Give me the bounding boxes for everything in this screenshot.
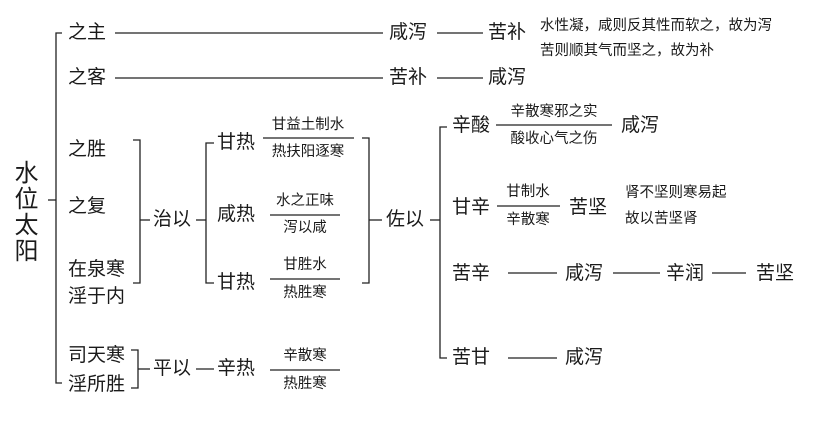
b2-label: 咸热	[217, 203, 256, 225]
r2-note-line1: 肾不坚则寒易起	[625, 185, 727, 201]
row1-b: 咸泻	[389, 21, 428, 43]
r1-bottom: 酸收心气之伤	[510, 131, 598, 147]
b3-top: 甘胜水	[283, 257, 327, 273]
b2-top: 水之正味	[276, 193, 334, 209]
zuoyi-left-bracket	[362, 137, 370, 284]
bottom-bottom: 热胜寒	[283, 376, 327, 392]
b1-top: 甘益土制水	[271, 117, 345, 133]
row2-c: 咸泻	[488, 66, 527, 88]
bottom-bracket	[131, 349, 139, 389]
r1-label: 辛酸	[452, 114, 491, 136]
r1-result: 咸泻	[621, 114, 660, 136]
bottom-item-2: 淫所胜	[68, 373, 126, 395]
r4-a: 咸泻	[565, 346, 604, 368]
row1-note-line1: 水性凝，咸则反其性而软之，故为泻	[540, 18, 772, 34]
r2-result: 苦坚	[569, 196, 608, 218]
row1-c: 苦补	[488, 21, 527, 43]
b3-label: 甘热	[217, 271, 256, 293]
r3-a: 咸泻	[565, 262, 604, 284]
group-item-2: 之复	[68, 195, 107, 217]
b2-bottom: 泻以咸	[283, 220, 327, 236]
r2-bottom: 辛散寒	[506, 212, 550, 228]
row2-a: 之客	[68, 66, 107, 88]
zhiyi-label: 治以	[153, 208, 192, 230]
r2-label: 甘辛	[452, 196, 491, 218]
bottom-item-1: 司天寒	[68, 344, 126, 366]
r2-note-line2: 故以苦坚肾	[625, 211, 698, 227]
b1-bottom: 热扶阳逐寒	[271, 144, 345, 160]
r2-top: 甘制水	[506, 184, 550, 200]
group-item-3: 在泉寒	[68, 258, 126, 280]
group-bracket	[133, 139, 141, 284]
row2-b: 苦补	[389, 66, 428, 88]
root-bracket	[55, 32, 62, 384]
r3-b: 辛润	[666, 262, 705, 284]
r3-label: 苦辛	[452, 262, 491, 284]
row1-note-line2: 苦则顺其气而坚之，故为补	[540, 43, 714, 59]
b3-bottom: 热胜寒	[283, 285, 327, 301]
group-item-1: 之胜	[68, 138, 107, 160]
b1-label: 甘热	[217, 131, 256, 153]
r4-label: 苦甘	[452, 346, 491, 368]
pingyi-label: 平以	[153, 357, 192, 379]
r3-c: 苦坚	[756, 262, 795, 284]
root-label: 水位太阳	[10, 160, 38, 264]
row1-a: 之主	[68, 21, 107, 43]
zhiyi-bracket	[205, 142, 214, 284]
zuoyi-right-bracket	[439, 126, 447, 359]
bottom-top: 辛散寒	[283, 348, 327, 364]
bottom-label: 辛热	[217, 357, 256, 379]
group-item-4: 淫于内	[68, 285, 126, 307]
zuoyi-label: 佐以	[386, 208, 425, 230]
r1-top: 辛散寒邪之实	[510, 104, 598, 120]
